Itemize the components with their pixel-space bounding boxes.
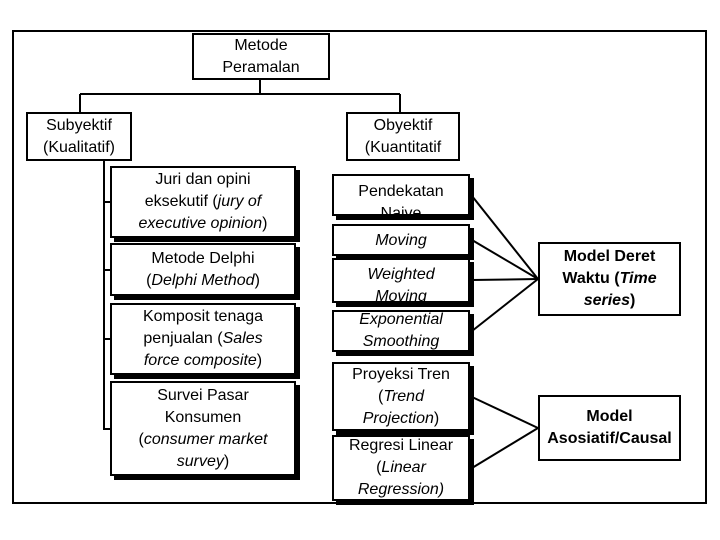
model-time-series-node: Model Deret Waktu (Time series): [538, 242, 681, 316]
obyektif-item-label: Weighted Moving: [367, 266, 435, 303]
ts-link-weighted: [471, 278, 539, 281]
obyektif-item-label: Moving Average: [375, 232, 427, 249]
obyektif-item-label: Proyeksi Tren (Trend Projection): [352, 365, 450, 427]
obyektif-item-label: Regresi Linear (Linear Regression): [348, 437, 454, 498]
subyektif-item-delphi: Metode Delphi (Delphi Method): [110, 243, 296, 296]
obyektif-item-label: Pendekatan Naive: [358, 183, 444, 216]
subyektif-item-label: Komposit tenaga penjualan (Sales force c…: [142, 308, 264, 369]
obyektif-item-linear-regression: Regresi Linear (Linear Regression): [332, 435, 470, 501]
subyektif-item-label: Survei Pasar Konsumen (consumer market s…: [138, 386, 268, 470]
obyektif-item-weighted-moving: Weighted Moving: [332, 258, 470, 303]
subyektif-item-label: Juri dan opini eksekutif (jury of execut…: [138, 171, 268, 232]
ts-link-exponential: [471, 278, 539, 332]
ts-link-moving-average: [471, 239, 539, 280]
model-time-series-label: Model Deret Waktu (Time series): [562, 248, 657, 309]
obyektif-header-node: Obyektif (Kuantitatif: [346, 112, 460, 161]
subyektif-header-label: Subyektif (Kualitatif): [42, 116, 116, 156]
model-associative-node: Model Asosiatif/Causal: [538, 395, 681, 461]
ts-link-naive: [471, 195, 539, 280]
as-link-trend: [471, 396, 539, 429]
subyektif-item-survei-pasar: Survei Pasar Konsumen (consumer market s…: [110, 381, 296, 476]
subyektif-item-label: Metode Delphi (Delphi Method): [146, 249, 260, 289]
obyektif-header-label: Obyektif (Kuantitatif: [364, 116, 442, 156]
obyektif-item-naive: Pendekatan Naive: [332, 174, 470, 216]
obyektif-item-trend-projection: Proyeksi Tren (Trend Projection): [332, 362, 470, 431]
diagram-frame: [12, 30, 707, 504]
root-node-label: Metode Peramalan: [222, 36, 300, 76]
subyektif-item-komposit-penjualan: Komposit tenaga penjualan (Sales force c…: [110, 303, 296, 375]
model-associative-label: Model Asosiatif/Causal: [547, 408, 672, 447]
obyektif-item-moving-average: Moving Average: [332, 224, 470, 256]
obyektif-item-label: Exponential Smoothing: [359, 311, 443, 350]
root-node-metode-peramalan: Metode Peramalan: [192, 33, 330, 80]
subyektif-header-node: Subyektif (Kualitatif): [26, 112, 132, 161]
as-link-regression: [471, 427, 539, 469]
obyektif-item-exponential-smoothing: Exponential Smoothing: [332, 310, 470, 352]
subyektif-item-juri-opini: Juri dan opini eksekutif (jury of execut…: [110, 166, 296, 238]
